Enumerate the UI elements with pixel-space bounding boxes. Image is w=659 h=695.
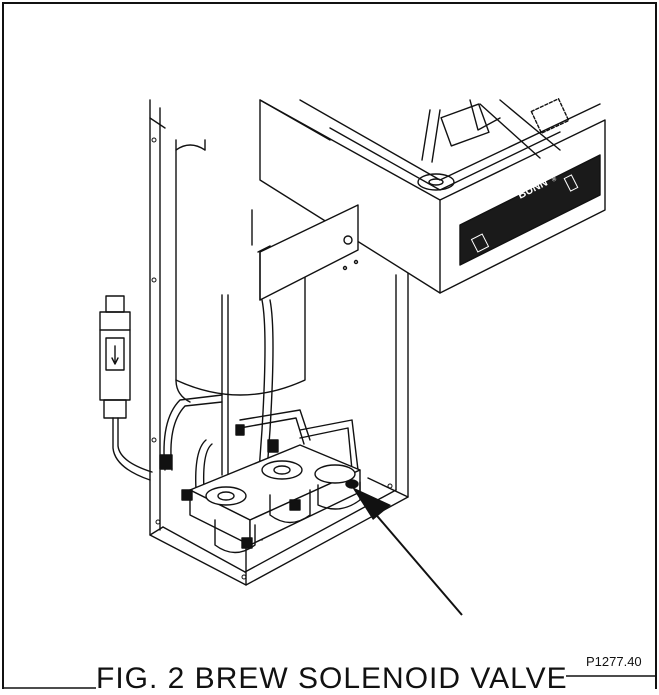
cabinet-housing xyxy=(149,99,409,586)
solenoid-valve-assembly xyxy=(159,424,361,554)
part-number: P1277.40 xyxy=(586,654,642,669)
panel-switches xyxy=(470,174,579,253)
water-tank xyxy=(175,139,306,403)
inlet-strainer xyxy=(99,295,153,481)
cabinet-screw-holes xyxy=(151,137,393,580)
terminal-bracket xyxy=(257,204,359,301)
figure-caption: FIG. 2 BREW SOLENOID VALVE xyxy=(96,662,568,695)
top-housing xyxy=(259,98,606,294)
control-panel xyxy=(459,154,601,266)
brand-mark: ® xyxy=(551,175,559,184)
pointer-arrow xyxy=(352,487,463,616)
